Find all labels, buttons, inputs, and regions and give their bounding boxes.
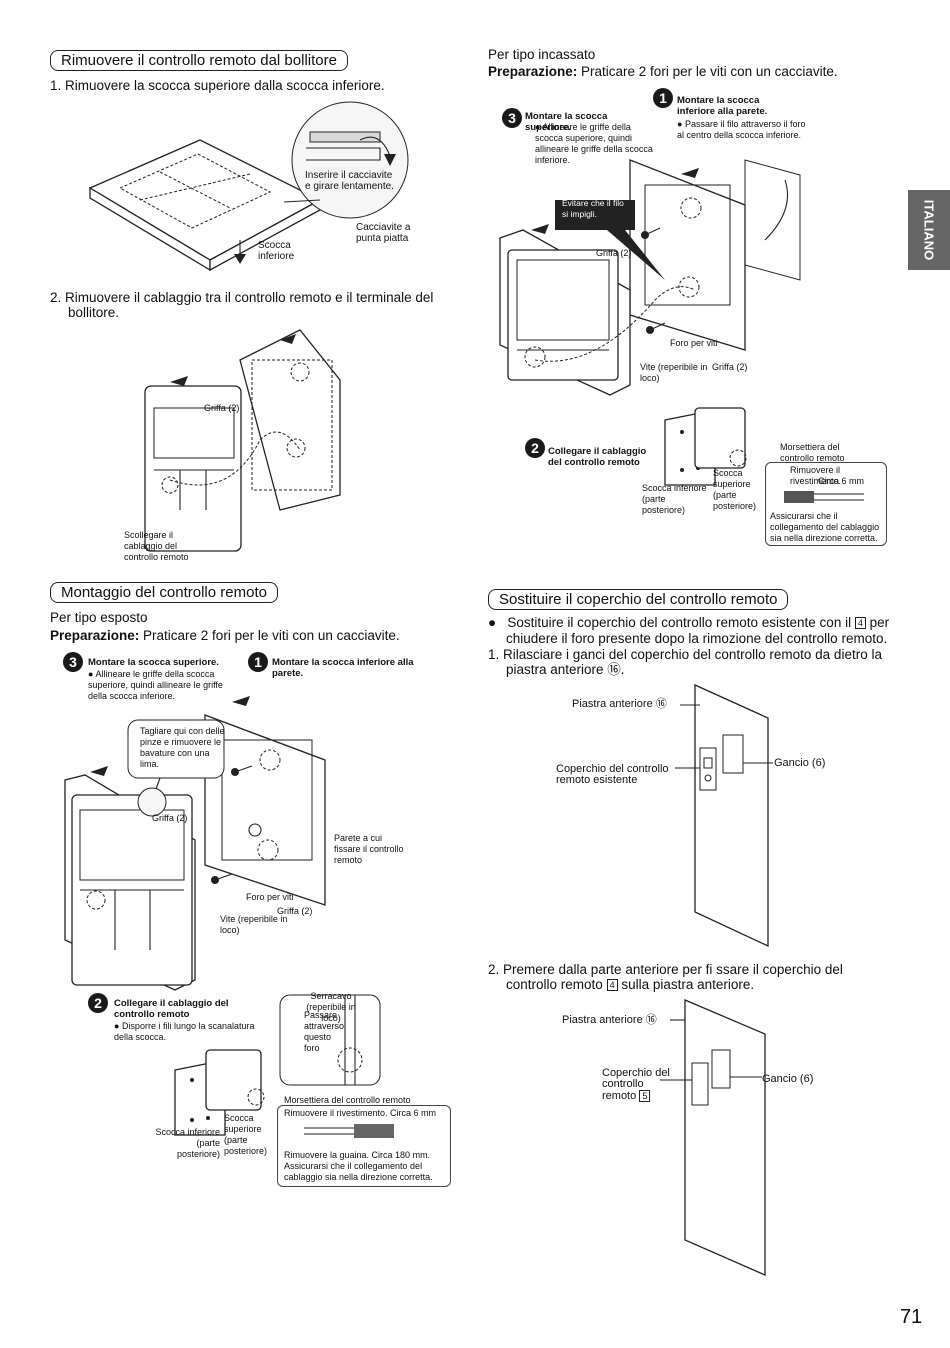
exposed-label-terminal: Morsettiera del controllo remoto <box>284 1095 411 1105</box>
exposed-callout-strip: Rimuovere il rivestimento. Circa 6 mm <box>284 1108 437 1118</box>
cover-step-2-text-b: sulla piastra anteriore. <box>621 977 755 992</box>
recessed-step1-text: ● Passare il filo attraverso il foro al … <box>677 119 806 140</box>
exposed-label-griffa-1: Griffa (2) <box>152 813 188 823</box>
label-cover: Coperchio del controllo remoto 5 <box>602 1068 672 1102</box>
section-title-remove: Rimuovere il controllo remoto dal bollit… <box>50 50 348 71</box>
exposed-label-griffa-2: Griffa (2) <box>277 906 313 916</box>
cover-bullet-text: Sostituire il coperchio del controllo re… <box>507 615 852 630</box>
recessed-callout-strip: Rimuovere il rivestimento. <box>790 465 842 486</box>
exposed-label-wall: Parete a cui fissare il controllo remoto <box>334 833 404 865</box>
exposed-label-upper-case-back: Scocca superiore (parte posteriore) <box>224 1113 268 1156</box>
cable-strip-diagram <box>784 491 864 503</box>
part-ref-5: 5 <box>639 1090 651 1102</box>
recessed-type-label: Per tipo incassato <box>488 47 596 62</box>
cable-sheath-diagram <box>304 1124 394 1138</box>
section-title-mounting: Montaggio del controllo remoto <box>50 582 278 603</box>
cover-bullet-end: per <box>869 615 890 630</box>
prep-text: Praticare 2 fori per le viti con un cacc… <box>577 64 838 79</box>
language-tab: ITALIANO <box>908 190 950 270</box>
recessed-step3-title: Montare la scocca superiore. <box>525 111 608 133</box>
label-existing-cover: Coperchio del controllo remoto esistente <box>556 763 669 786</box>
figure-remove-wiring <box>144 329 341 552</box>
cover-step-2-text-a: controllo remoto <box>506 977 603 992</box>
exposed-step1-title: Montare la scocca inferiore alla parete. <box>272 657 414 679</box>
label-insert-screwdriver: Inserire il cacciavite e girare lentamen… <box>305 170 394 192</box>
cover-step-1-cont: piastra anteriore ⑯. <box>506 662 625 677</box>
exposed-label-screw: Vite (reperibile in loco) <box>220 914 288 935</box>
recessed-callout-direction: Assicurarsi che il collegamento del cabl… <box>770 511 880 543</box>
prep-label: Preparazione: <box>488 64 578 79</box>
figure-cover-attach <box>660 999 766 1276</box>
label-front-plate-1: Piastra anteriore ⑯ <box>572 698 667 710</box>
recessed-label-griffa-2: Griffa (2) <box>712 362 748 372</box>
label-front-plate-2: Piastra anteriore ⑯ <box>562 1014 657 1026</box>
exposed-step3-text: ● Allineare le griffe della scocca super… <box>88 669 223 701</box>
exposed-label-lower-case-back: Scocca inferiore (parte posteriore) <box>155 1127 220 1159</box>
recessed-label-terminal: Morsettiera del controllo remoto <box>780 442 845 463</box>
exposed-label-clamp: Serracavo (reperibile in loco) <box>306 991 356 1023</box>
recessed-label-upper-case-back: Scocca superiore (parte posteriore) <box>713 468 757 511</box>
exposed-preparation: Preparazione: Praticare 2 fori per le vi… <box>50 628 400 644</box>
step-number-1: 1 <box>248 652 268 672</box>
exposed-step2-title: Collegare il cablaggio del controllo rem… <box>114 998 229 1020</box>
step-number-2: 2 <box>525 438 545 458</box>
figure-recessed-wiring <box>664 407 747 486</box>
recessed-label-lower-case-back: Scocca inferiore (parte posteriore) <box>642 483 707 515</box>
exposed-callout-direction: Assicurarsi che il collegamento del cabl… <box>284 1161 433 1182</box>
label-griffa: Griffa (2) <box>204 403 240 413</box>
figure-cover-release <box>675 683 773 948</box>
label-lower-case: Scocca inferiore <box>258 240 295 262</box>
recessed-step1-text-body: Passare il filo attraverso il foro al ce… <box>677 119 806 140</box>
step-1-remove-case: 1. Rimuovere la scocca superiore dalla s… <box>50 78 385 93</box>
label-flat-screwdriver: Cacciavite a punta piatta <box>356 222 411 244</box>
recessed-preparation: Preparazione: Praticare 2 fori per le vi… <box>488 64 838 80</box>
label-hook-1: Gancio (6) <box>774 757 826 769</box>
label-cover-text: Coperchio del controllo remoto <box>602 1067 670 1102</box>
recessed-step2-title: Collegare il cablaggio del controllo rem… <box>548 446 647 468</box>
recessed-step3-text-body: Allineare le griffe della scocca superio… <box>535 122 653 165</box>
step-2-remove-wiring: 2. Rimuovere il cablaggio tra il control… <box>50 290 434 305</box>
exposed-cut-note: Tagliare qui con delle pinze e rimuovere… <box>140 726 225 769</box>
figure-recessed-mount <box>499 159 801 396</box>
prep-text: Praticare 2 fori per le viti con un cacc… <box>139 628 400 643</box>
exposed-step3-text-body: Allineare le griffe della scocca superio… <box>88 669 223 701</box>
prep-label: Preparazione: <box>50 628 140 643</box>
exposed-type-label: Per tipo esposto <box>50 610 148 625</box>
step-number-2: 2 <box>88 993 108 1013</box>
step-2-remove-wiring-cont: bollitore. <box>68 305 120 320</box>
page-number: 71 <box>900 1306 923 1328</box>
cover-step-1: 1. Rilasciare i ganci del coperchio del … <box>488 647 882 662</box>
label-disconnect-wiring: Scollegare il cablaggio del controllo re… <box>124 530 189 562</box>
recessed-label-griffa-1: Griffa (2) <box>596 248 632 258</box>
recessed-label-screw: Vite (reperibile in loco) <box>640 362 708 383</box>
exposed-wiring-callout: Rimuovere il rivestimento. Circa 6 mm Ri… <box>277 1105 451 1187</box>
label-hook-2: Gancio (6) <box>762 1073 814 1085</box>
figure-exposed-wiring <box>174 994 381 1136</box>
recessed-callout-length: Circa 6 mm <box>818 476 865 486</box>
exposed-step3-title: Montare la scocca superiore. <box>88 657 219 668</box>
figure-remove-case <box>88 101 409 272</box>
exposed-callout-sheath: Rimuovere la guaina. Circa 180 mm. <box>284 1150 431 1160</box>
cover-bullet-cont: chiudere il foro presente dopo la rimozi… <box>506 631 888 646</box>
recessed-step1-title: Montare la scocca inferiore alla parete. <box>677 95 768 117</box>
step-number-3: 3 <box>502 108 522 128</box>
exposed-label-screw-hole: Foro per viti <box>246 892 294 902</box>
cover-bullet: ● Sostituire il coperchio del controllo … <box>488 615 890 630</box>
recessed-step3-text: ● Allineare le griffe della scocca super… <box>535 122 653 165</box>
section-title-replace-cover: Sostituire il coperchio del controllo re… <box>488 589 789 610</box>
exposed-label-pass-hole: Passare attraverso questo foro <box>304 1010 345 1053</box>
language-tab-label: ITALIANO <box>921 199 937 261</box>
warning-wire-snag: Evitare che il filo si impigli. <box>562 198 624 219</box>
exposed-step2-text: ● Disporre i fili lungo la scanalatura d… <box>114 1021 255 1042</box>
step-number-3: 3 <box>63 652 83 672</box>
cover-step-2: 2. Premere dalla parte anteriore per fi … <box>488 962 843 977</box>
figure-exposed-mount <box>64 696 326 991</box>
cover-step-2-cont: controllo remoto 4 sulla piastra anterio… <box>506 977 754 993</box>
recessed-label-screw-hole: Foro per viti <box>670 338 718 348</box>
step-number-1: 1 <box>653 88 673 108</box>
recessed-wiring-callout: Rimuovere il rivestimento. Circa 6 mm As… <box>765 462 887 546</box>
part-ref-4: 4 <box>854 617 866 630</box>
exposed-step2-text-body: Disporre i fili lungo la scanalatura del… <box>114 1021 255 1042</box>
